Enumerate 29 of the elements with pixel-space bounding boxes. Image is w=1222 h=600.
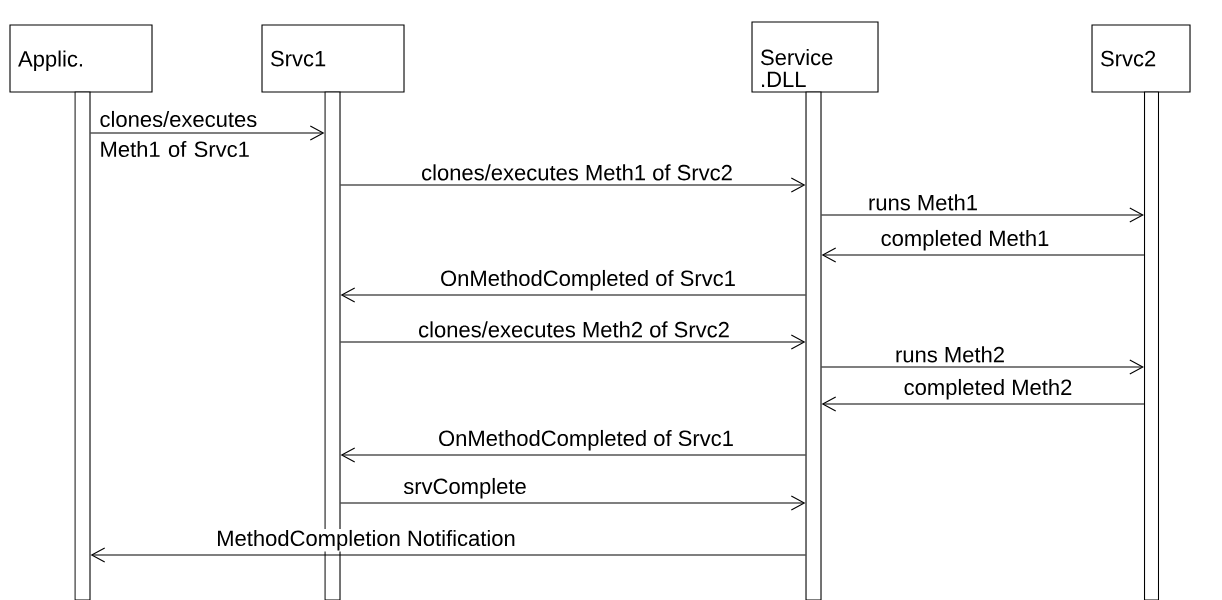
lifeline-bar — [805, 91, 822, 600]
participant-box: Srvc2 — [1091, 24, 1191, 93]
edge-label: completed Meth2 — [902, 377, 1074, 401]
message-arrow — [90, 125, 325, 141]
lifeline-bar — [1143, 91, 1160, 600]
edge-label: clones/executes Meth1 of Srvc1 — [100, 110, 257, 158]
lifeline-bar — [74, 91, 91, 600]
participant-box: Srvc1 — [261, 24, 405, 93]
message-arrow — [821, 247, 1145, 263]
edge-label: completed Meth1 — [879, 228, 1051, 252]
message-arrow — [821, 396, 1145, 412]
message-arrow — [340, 447, 806, 463]
message-arrow — [340, 177, 806, 193]
edge-label: clones/executes Meth2 of Srvc2 — [417, 320, 731, 339]
edge-label: OnMethodCompleted of Srvc1 — [439, 268, 737, 292]
message-arrow — [821, 207, 1144, 223]
edge-label: clones/executes Meth1 of Srvc2 — [420, 163, 734, 182]
edge-label: OnMethodCompleted of Srvc1 — [437, 428, 735, 452]
edge-label: srvComplete — [402, 476, 528, 500]
edge-label: MethodCompletion Notification — [215, 528, 517, 552]
participant-box: Service .DLL — [751, 21, 879, 93]
participant-box: Applic. — [9, 24, 153, 93]
message-arrow — [340, 334, 806, 350]
edge-label: runs Meth2 — [894, 345, 1007, 364]
edge-label: runs Meth1 — [867, 193, 980, 212]
message-arrow — [340, 495, 806, 511]
message-arrow — [821, 359, 1144, 375]
message-arrow — [340, 287, 806, 303]
message-arrow — [90, 547, 806, 563]
